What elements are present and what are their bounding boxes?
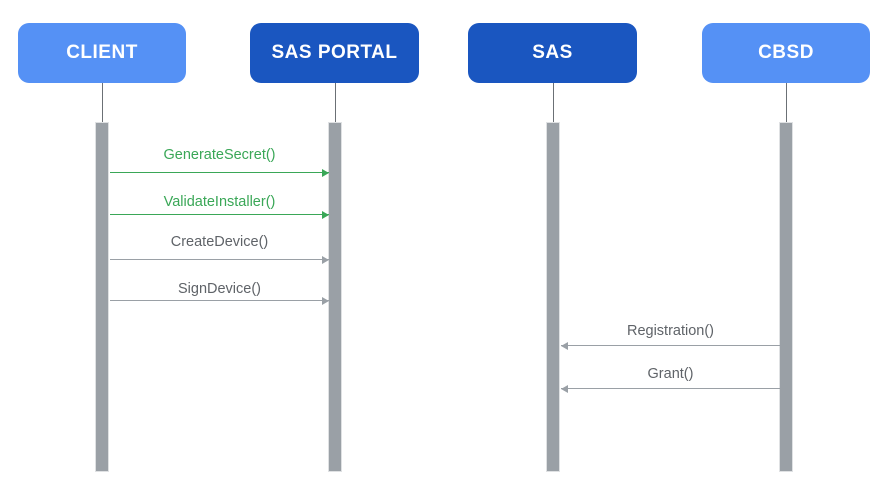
arrow-head-grant bbox=[561, 384, 568, 393]
message-line-registration bbox=[561, 345, 780, 346]
message-label-validate-installer: ValidateInstaller() bbox=[163, 194, 276, 210]
activation-bar-client bbox=[95, 122, 109, 472]
arrow-head-create-device bbox=[322, 255, 329, 264]
actor-box-client[interactable]: CLIENT bbox=[18, 23, 186, 83]
activation-bar-cbsd bbox=[779, 122, 793, 472]
activation-bar-sas bbox=[546, 122, 560, 472]
message-line-create-device bbox=[110, 259, 329, 260]
message-line-generate-secret bbox=[110, 172, 329, 173]
message-line-sign-device bbox=[110, 300, 329, 301]
message-label-create-device: CreateDevice() bbox=[170, 234, 269, 250]
actor-label-client: CLIENT bbox=[66, 42, 138, 63]
activation-bar-sas-portal bbox=[328, 122, 342, 472]
actor-label-cbsd: CBSD bbox=[758, 42, 814, 63]
arrow-head-generate-secret bbox=[322, 168, 329, 177]
message-label-sign-device: SignDevice() bbox=[178, 281, 261, 297]
arrow-head-validate-installer bbox=[322, 210, 329, 219]
arrow-head-registration bbox=[561, 341, 568, 350]
actor-label-sas: SAS bbox=[532, 42, 573, 63]
message-label-generate-secret: GenerateSecret() bbox=[163, 147, 276, 163]
message-line-grant bbox=[561, 388, 780, 389]
actor-label-sas-portal: SAS PORTAL bbox=[271, 42, 398, 63]
arrow-head-sign-device bbox=[322, 296, 329, 305]
message-label-registration: Registration() bbox=[626, 323, 715, 339]
actor-box-sas-portal[interactable]: SAS PORTAL bbox=[250, 23, 419, 83]
message-label-grant: Grant() bbox=[647, 366, 694, 382]
actor-box-cbsd[interactable]: CBSD bbox=[702, 23, 870, 83]
message-line-validate-installer bbox=[110, 214, 329, 215]
actor-box-sas[interactable]: SAS bbox=[468, 23, 637, 83]
